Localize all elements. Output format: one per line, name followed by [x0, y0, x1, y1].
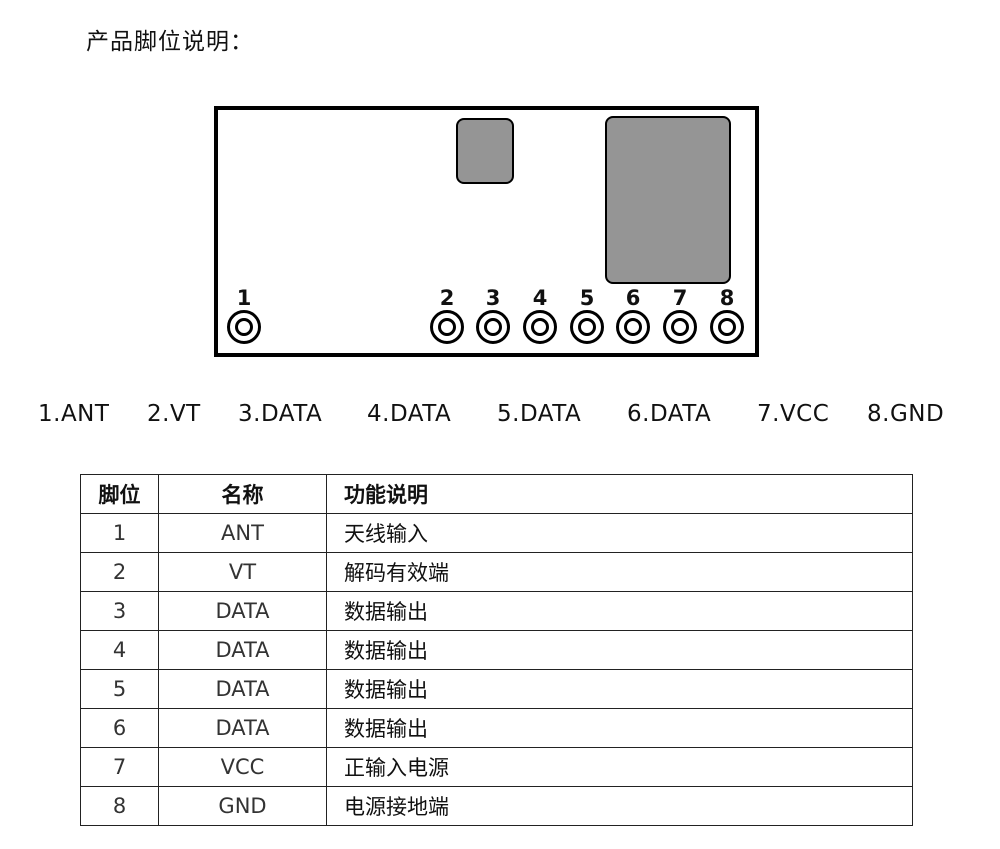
cell-function: 电源接地端 [326, 786, 913, 826]
pin-function-table: 脚位 名称 功能说明 1 ANT 天线输入 2 VT 解码有效端 3 DATA … [80, 474, 913, 826]
table-header-row: 脚位 名称 功能说明 [80, 474, 913, 514]
legend-item: 8.GND [867, 401, 945, 427]
header-function: 功能说明 [326, 474, 913, 514]
cell-name: VCC [158, 747, 327, 787]
cell-name: DATA [158, 708, 327, 748]
pin-pad [430, 310, 464, 344]
table-row: 2 VT 解码有效端 [80, 552, 913, 592]
legend-item: 5.DATA [497, 401, 582, 427]
pin-number: 5 [579, 286, 595, 310]
header-name: 名称 [158, 474, 327, 514]
pin-8: 8 [709, 288, 745, 344]
table-row: 4 DATA 数据输出 [80, 630, 913, 670]
cell-function: 天线输入 [326, 513, 913, 553]
pin-number: 4 [532, 286, 548, 310]
pin-pad [663, 310, 697, 344]
pin-pad [523, 310, 557, 344]
module-pinout-diagram: 1 2 3 4 5 6 7 8 [214, 106, 759, 357]
pin-3: 3 [475, 288, 511, 344]
cell-name: ANT [158, 513, 327, 553]
pin-2: 2 [429, 288, 465, 344]
header-pin: 脚位 [80, 474, 159, 514]
cell-pin: 6 [80, 708, 159, 748]
cell-name: DATA [158, 630, 327, 670]
cell-function: 数据输出 [326, 669, 913, 709]
pin-4: 4 [522, 288, 558, 344]
cell-function: 正输入电源 [326, 747, 913, 787]
pin-number: 1 [236, 286, 252, 310]
pin-number: 2 [439, 286, 455, 310]
cell-name: GND [158, 786, 327, 826]
pin-6: 6 [615, 288, 651, 344]
legend-item: 3.DATA [238, 401, 323, 427]
page-heading: 产品脚位说明： [86, 29, 254, 55]
cell-function: 解码有效端 [326, 552, 913, 592]
large-chip [605, 116, 731, 284]
cell-name: DATA [158, 591, 327, 631]
table-row: 5 DATA 数据输出 [80, 669, 913, 709]
legend-item: 1.ANT [38, 401, 110, 427]
cell-pin: 3 [80, 591, 159, 631]
cell-pin: 1 [80, 513, 159, 553]
table-row: 7 VCC 正输入电源 [80, 747, 913, 787]
cell-function: 数据输出 [326, 591, 913, 631]
pin-7: 7 [662, 288, 698, 344]
legend-item: 6.DATA [627, 401, 712, 427]
pin-pad [476, 310, 510, 344]
cell-function: 数据输出 [326, 708, 913, 748]
cell-pin: 4 [80, 630, 159, 670]
cell-pin: 5 [80, 669, 159, 709]
table-row: 6 DATA 数据输出 [80, 708, 913, 748]
pin-number: 7 [672, 286, 688, 310]
pin-pad [227, 310, 261, 344]
cell-name: VT [158, 552, 327, 592]
cell-pin: 2 [80, 552, 159, 592]
pin-pad [570, 310, 604, 344]
small-chip [456, 118, 514, 184]
pin-pad [710, 310, 744, 344]
pin-legend: 1.ANT 2.VT 3.DATA 4.DATA 5.DATA 6.DATA 7… [0, 401, 1000, 435]
table-row: 1 ANT 天线输入 [80, 513, 913, 553]
legend-item: 4.DATA [367, 401, 452, 427]
cell-function: 数据输出 [326, 630, 913, 670]
legend-item: 7.VCC [757, 401, 830, 427]
pin-number: 8 [719, 286, 735, 310]
cell-pin: 7 [80, 747, 159, 787]
legend-item: 2.VT [147, 401, 201, 427]
table-row: 8 GND 电源接地端 [80, 786, 913, 826]
pin-pad [616, 310, 650, 344]
pin-number: 6 [625, 286, 641, 310]
table-row: 3 DATA 数据输出 [80, 591, 913, 631]
pin-5: 5 [569, 288, 605, 344]
cell-name: DATA [158, 669, 327, 709]
cell-pin: 8 [80, 786, 159, 826]
pin-number: 3 [485, 286, 501, 310]
pin-1: 1 [226, 288, 262, 344]
